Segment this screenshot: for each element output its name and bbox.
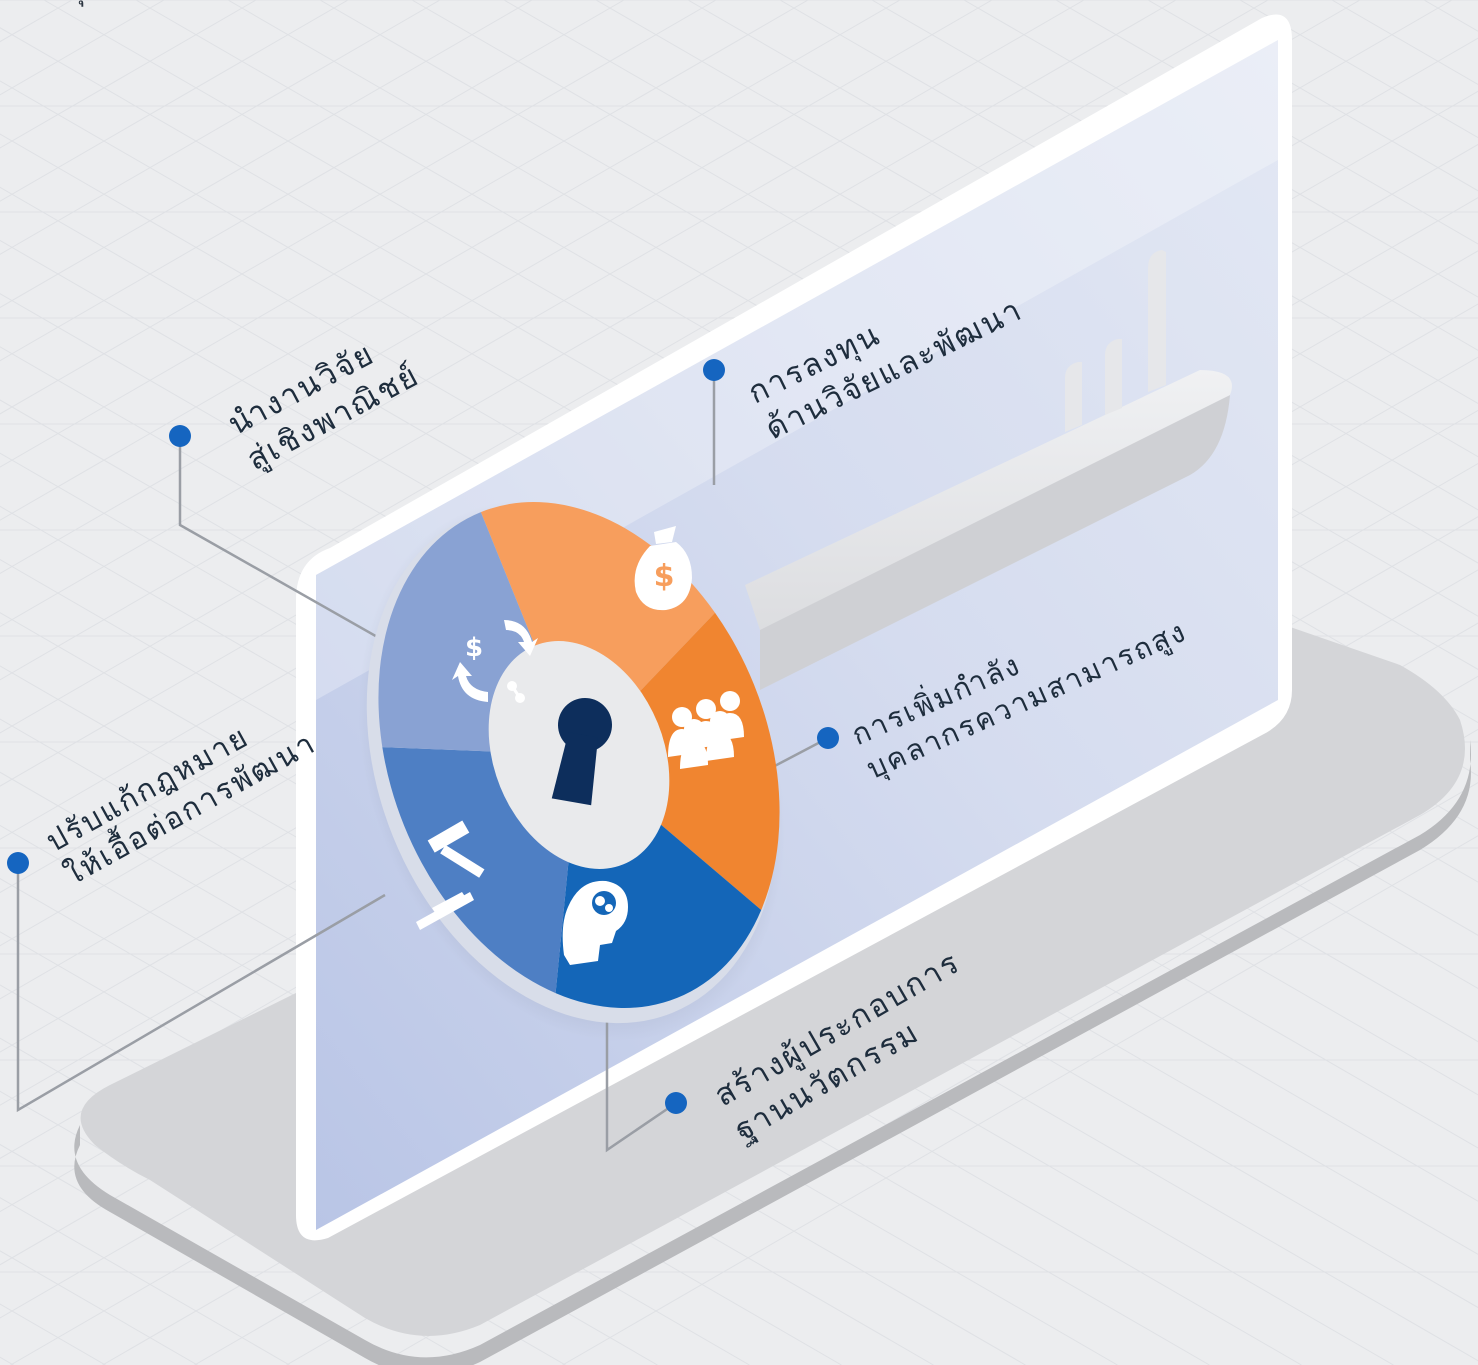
svg-text:$: $ [465,633,483,663]
bullet-entrepreneur [665,1092,687,1114]
callout-bullets [7,359,839,1114]
wheel-icons: $$ [416,526,744,965]
people-group-icon [668,691,744,769]
head-gears-icon [562,880,628,965]
svg-text:$: $ [654,559,675,594]
leader-lines [16,370,829,1153]
dollar-cycle-icon: $ [452,620,538,703]
wheel: $$ [358,500,785,1042]
bullet-law [7,852,29,874]
bullet-workforce [817,727,839,749]
bullet-investment [703,359,725,381]
key-tooth-2 [1105,339,1122,415]
gavel-icon [416,820,485,930]
money-bag-icon: $ [634,526,692,611]
wheel-segment-entrepreneur [555,823,762,1008]
bullet-commercialize [169,425,191,447]
headline-text: ประยุกต์ใช้งานวิจัยเพื่อนำไปต่อยอดในเชิง… [16,0,803,12]
key-tooth-1 [1065,362,1082,432]
keyhole-icon [551,698,612,806]
leader-line-commercialize [178,436,433,670]
leader-line-law [16,863,386,1113]
key-tooth-3 [1148,250,1166,392]
wheel-segment-workforce [639,612,780,910]
key-shaft [745,250,1232,690]
